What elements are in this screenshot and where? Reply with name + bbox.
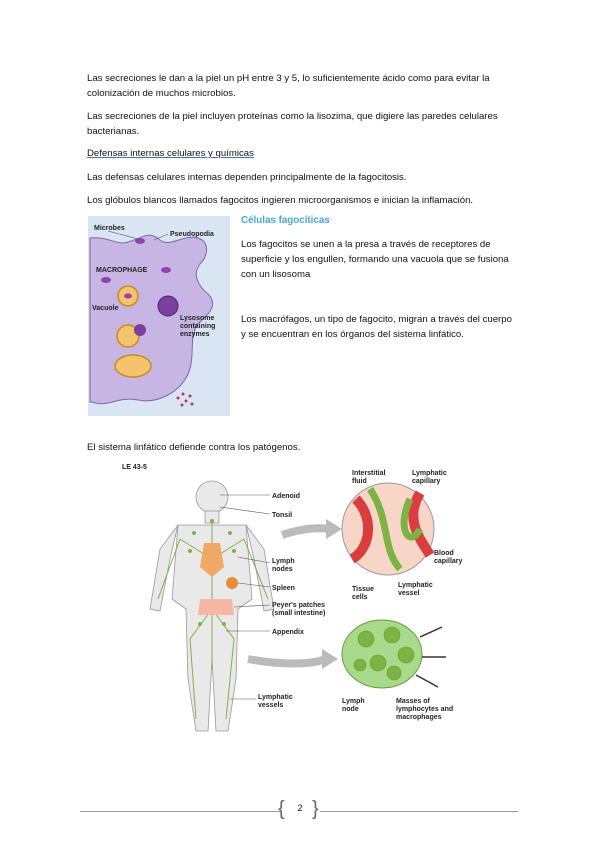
- paragraph-phagocytes: Los fagocitos se unen a la presa a travé…: [241, 239, 509, 280]
- paragraph-white-cells: Los glóbulos blancos llamados fagocitos …: [87, 195, 474, 206]
- section-heading[interactable]: Defensas internas celulares y químicas: [87, 148, 254, 159]
- label-vessel: vessel: [398, 590, 419, 597]
- arrow-head: [326, 519, 342, 539]
- label-appendix: Appendix: [272, 629, 304, 636]
- subheading-phagocytic-cells: Células fagocíticas: [241, 215, 330, 226]
- label-blood: Blood: [434, 550, 454, 557]
- footer-rule-left: [80, 811, 280, 812]
- label-capillary: capillary: [412, 478, 441, 485]
- label-enzymes: enzymes: [180, 331, 210, 338]
- blood-capillary: [349, 490, 435, 564]
- label-node: node: [342, 706, 359, 713]
- leader-lines: [219, 494, 271, 700]
- label-lysosome: Lysosome: [180, 315, 214, 322]
- label-vessels: vessels: [258, 702, 283, 709]
- arrow-head: [322, 649, 338, 669]
- node-vessels: [415, 626, 446, 688]
- footer-rule-right: [320, 811, 518, 812]
- paragraph-skin-ph: Las secreciones le dan a la piel un pH e…: [87, 73, 490, 99]
- label-lymphatic-vessel: Lymphatic: [398, 582, 433, 589]
- spleen-organ: [226, 577, 238, 589]
- page-number: 2: [297, 803, 303, 813]
- footer-brace-left: {: [278, 798, 285, 820]
- lymphatic-figure: LE 43-5 Adenoid Tonsil Lymph nodes Splee…: [122, 464, 463, 732]
- lysosome: [134, 324, 146, 336]
- paragraph-lymphatic: El sistema linfático defiende contra los…: [87, 442, 301, 453]
- label-containing: containing: [180, 323, 215, 330]
- label-macrophages: macrophages: [396, 714, 442, 721]
- paragraph-skin-secretions: Las secreciones de la piel incluyen prot…: [87, 111, 498, 137]
- microbe: [135, 238, 145, 244]
- label-pseudopodia: Pseudopodia: [170, 231, 214, 238]
- digestion-vacuole: [114, 354, 152, 378]
- vacuole: [116, 324, 140, 348]
- label-small-intestine: (small intestine): [272, 610, 325, 617]
- phagocytosis-figure: Microbes Pseudopodia MACROPHAGE Vacuole …: [88, 216, 230, 416]
- arrow-to-node-inset: [247, 655, 328, 668]
- lymphocyte-masses: [353, 626, 415, 681]
- lymph-vessels: [157, 519, 269, 720]
- microbe: [101, 277, 111, 283]
- label-tissue: Tissue: [352, 586, 374, 593]
- label-microbes: Microbes: [94, 225, 125, 232]
- paragraph-macrophages: Los macrófagos, un tipo de fagocito, mig…: [241, 314, 512, 340]
- label-macrophage: MACROPHAGE: [96, 267, 148, 274]
- lymphatic-capillary: [367, 487, 424, 572]
- lysosome: [157, 295, 179, 317]
- label-masses: Masses of: [396, 698, 431, 705]
- debris: [176, 392, 194, 407]
- label-lymphatic: Lymphatic: [258, 694, 293, 701]
- microbe: [161, 267, 171, 273]
- label-cells: cells: [352, 594, 368, 601]
- label-peyers: Peyer's patches: [272, 602, 325, 609]
- label-nodes: nodes: [272, 566, 293, 573]
- intestine-organ: [198, 599, 234, 615]
- lymph-nodes: [188, 519, 236, 626]
- label-lymphocytes: lymphocytes and: [396, 706, 453, 713]
- label-spleen: Spleen: [272, 585, 295, 592]
- paragraph-phagocytosis: Las defensas celulares internas dependen…: [87, 172, 407, 183]
- arrow-to-capillary-inset: [280, 524, 331, 539]
- label-adenoid: Adenoid: [272, 493, 300, 500]
- footer-brace-right: }: [312, 798, 319, 820]
- figure-code: LE 43-5: [122, 464, 147, 471]
- label-lymph: Lymph: [272, 558, 295, 565]
- label-interstitial: Interstitial: [352, 470, 386, 477]
- label-blood-capillary: capillary: [434, 558, 463, 565]
- heart-organ: [200, 543, 224, 577]
- label-lymph-node-1: Lymph: [342, 698, 365, 705]
- label-vacuole: Vacuole: [92, 305, 119, 312]
- label-tonsil: Tonsil: [272, 512, 292, 519]
- microbe: [124, 293, 132, 299]
- label-fluid: fluid: [352, 478, 367, 485]
- label-lymphatic-capillary-1: Lymphatic: [412, 470, 447, 477]
